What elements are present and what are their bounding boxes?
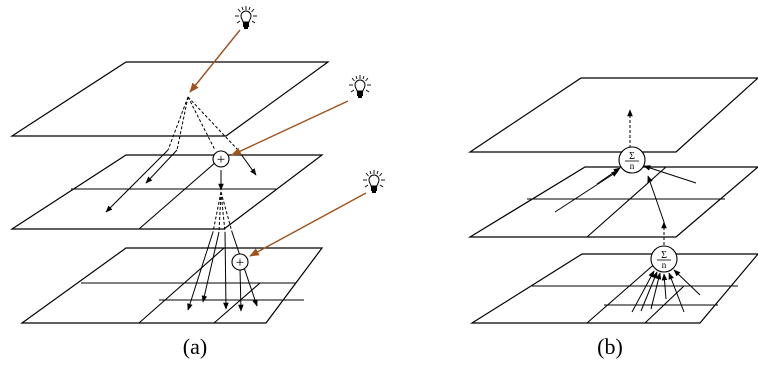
panel-a-lower-dashed-arrows: [212, 191, 233, 233]
panel-a-bottom-sum-node: +: [231, 253, 249, 271]
panel-b-link-arrow: [647, 175, 665, 223]
panel-b-bottom-average-node: Σ n: [650, 245, 678, 273]
light-bulb-icon: [348, 74, 372, 99]
sigma-symbol: Σ: [629, 151, 635, 162]
panel-a-top-plane: [9, 61, 330, 137]
panel-a-light-rays: [189, 29, 367, 257]
caption-b: (b): [597, 334, 623, 359]
panel-b-bottom-in-arrows: [631, 269, 701, 313]
panel-a-middle-plane: [9, 154, 324, 230]
sum-symbol: +: [236, 255, 244, 271]
sum-symbol: +: [217, 152, 225, 168]
n-symbol: n: [662, 260, 667, 270]
panel-b-bottom-plane: [469, 253, 758, 324]
light-bulb-icon: [234, 5, 258, 30]
light-bulb-icon: [362, 169, 386, 194]
sigma-symbol: Σ: [661, 250, 667, 261]
panel-a-top-dashed-arrows: [167, 96, 239, 151]
panel-b: Σ n Σ n: [467, 77, 758, 324]
panel-b-top-plane: [468, 77, 758, 153]
panel-a-bottom-plane: [20, 247, 324, 324]
panel-b-middle-in-arrows: [554, 165, 697, 213]
panel-a: + +: [9, 5, 386, 324]
panel-b-middle-plane: [467, 166, 758, 238]
n-symbol: n: [630, 161, 635, 171]
panel-a-middle-sum-node: +: [212, 150, 230, 168]
panel-b-middle-average-node: Σ n: [618, 146, 646, 174]
caption-a: (a): [182, 334, 208, 359]
